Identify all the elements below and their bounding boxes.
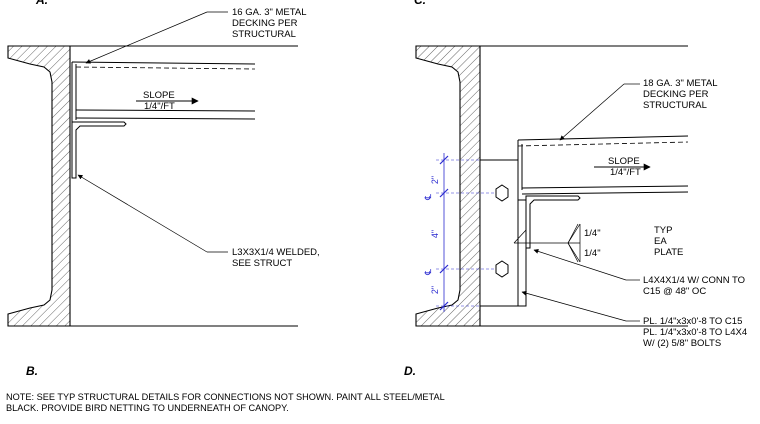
angle-label-b-1: L3X3X1/4 WELDED, [232, 247, 320, 258]
decking-label-b-2: DECKING PER [232, 18, 298, 29]
dim-mid-label: 4" [430, 230, 440, 238]
centerline-mark-1: ℄ [423, 194, 433, 201]
detail-b: SLOPE 1/4"/FT 16 GA. 3" METAL DECKING PE… [7, 7, 320, 327]
channel-column-b [7, 45, 71, 327]
angle-l4x4-d [525, 195, 581, 249]
welded-angle-b [71, 121, 127, 179]
bolt-icon [495, 260, 509, 278]
metal-decking-b [71, 61, 256, 122]
panel-label-b: B. [26, 364, 38, 378]
connection-plate-angle [517, 199, 527, 307]
centerline-mark-2: ℄ [423, 269, 433, 276]
slope-value-d: 1/4"/FT [610, 167, 641, 178]
connection-plate-c15 [479, 159, 519, 307]
weld-size-1: 1/4" [584, 228, 601, 239]
detail-d: SLOPE 1/4"/FT 18 GA. 3" METAL DECKING PE… [415, 45, 747, 349]
decking-label-d-1: 18 GA. 3" METAL [643, 78, 717, 89]
dim-top-label: 2" [430, 176, 440, 184]
general-note: NOTE: SEE TYP STRUCTURAL DETAILS FOR CON… [6, 392, 445, 413]
channel-column-d [415, 45, 481, 327]
slope-label-d: SLOPE [608, 156, 640, 167]
plate-label-d-1: PL. 1/4"x3x0'-8 TO C15 [643, 316, 742, 327]
decking-label-d-3: STRUCTURAL [643, 100, 707, 111]
weld-symbol [513, 223, 581, 263]
dimension-string [436, 153, 496, 312]
decking-label-d-2: DECKING PER [643, 89, 709, 100]
slope-label-b: SLOPE [143, 90, 175, 101]
dim-bot-label: 2" [430, 286, 440, 294]
angle-label-b-2: SEE STRUCT [232, 258, 292, 269]
angle-label-d-2: C15 @ 48" OC [643, 286, 706, 297]
plate-label-d-2: PL. 1/4"x3x0'-8 TO L4X4 [643, 327, 747, 338]
plate-label-d-3: W/ (2) 5/8" BOLTS [643, 338, 721, 349]
bolt-icon [495, 184, 509, 202]
panel-label-c: C. [414, 0, 426, 7]
panel-label-a: A. [35, 0, 48, 7]
slope-value-b: 1/4"/FT [144, 101, 175, 112]
decking-label-b-1: 16 GA. 3" METAL [232, 7, 306, 18]
angle-label-d-1: L4X4X1/4 W/ CONN TO [643, 275, 745, 286]
weld-size-2: 1/4" [584, 248, 601, 259]
metal-decking-d [517, 135, 689, 195]
panel-label-d: D. [404, 364, 416, 378]
decking-label-b-3: STRUCTURAL [232, 29, 296, 40]
weld-note-3: PLATE [654, 247, 683, 258]
weld-note-1: TYP [654, 225, 672, 236]
weld-note-2: EA [654, 236, 667, 247]
